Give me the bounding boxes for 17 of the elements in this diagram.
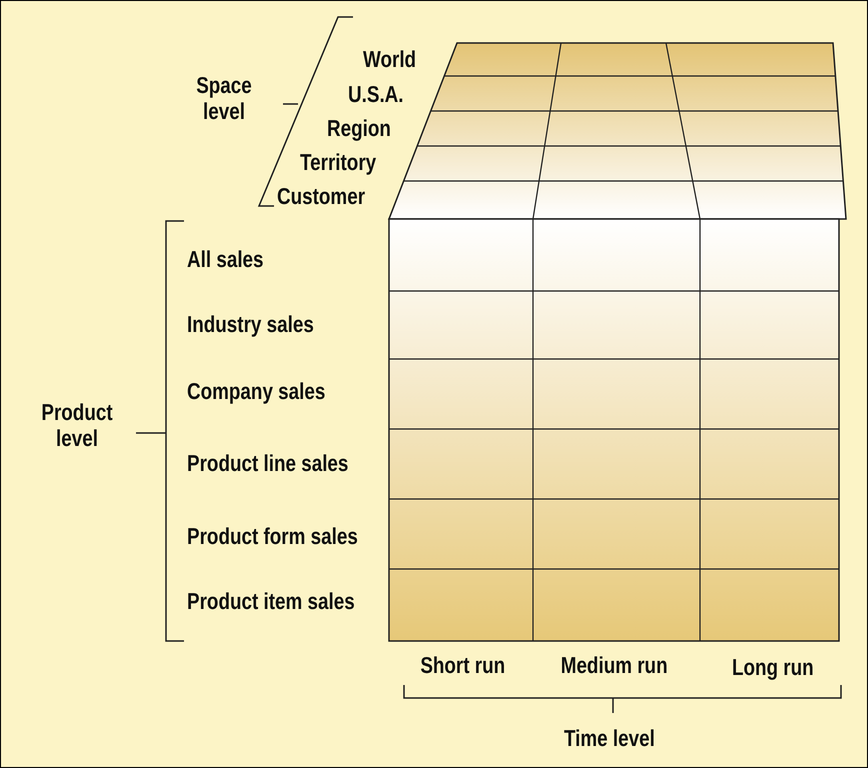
axis-label: All sales [187, 246, 264, 272]
axis-label: Medium run [560, 652, 668, 678]
axis-label: Product level [40, 399, 114, 451]
axis-label: Territory [300, 149, 376, 175]
axis-label: Product item sales [187, 588, 355, 614]
axis-label: World [363, 46, 416, 72]
axis-label: Long run [732, 654, 814, 680]
axis-label: Product form sales [187, 523, 358, 549]
axis-label: Region [327, 115, 391, 141]
axis-label: Company sales [187, 378, 326, 404]
axis-label: Customer [277, 183, 366, 209]
axis-label: U.S.A. [348, 81, 404, 107]
axis-label: Industry sales [187, 311, 314, 337]
axis-label: Space level [195, 72, 253, 124]
axis-label: Short run [420, 652, 506, 678]
axis-label: Time level [563, 725, 654, 751]
axis-label: Product line sales [187, 450, 348, 476]
